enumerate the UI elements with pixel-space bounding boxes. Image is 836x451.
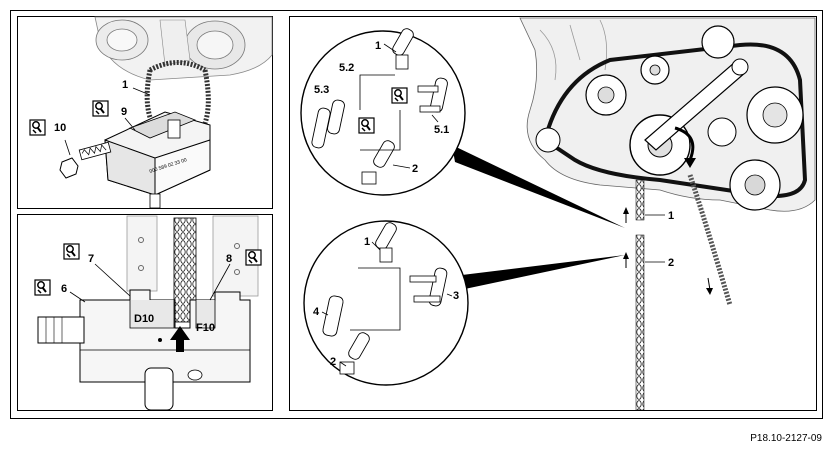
callout-lower-link-top: 1 — [364, 236, 370, 248]
label-tool-body: 6 — [61, 283, 67, 295]
label-die-f: F10 — [196, 322, 215, 334]
callout-upper: 1 2 5.1 5.2 5.3 — [300, 28, 466, 196]
special-tool-icon — [245, 249, 262, 266]
panel-right-drawing: 1 2 1 2 5.1 5.2 5.3 — [300, 17, 816, 411]
label-jaw-right: 8 — [226, 253, 232, 265]
callout-upper-plate-b: 5.2 — [339, 62, 354, 74]
outer-frame — [10, 10, 823, 419]
special-tool-icon — [92, 100, 109, 117]
special-tool-icon — [29, 119, 46, 136]
callout-lower-plate: 4 — [313, 306, 320, 318]
label-chain: 1 — [122, 79, 128, 91]
callout-lower-link-bottom: 2 — [330, 356, 336, 368]
label-die-d: D10 — [134, 313, 154, 325]
label-jaw-left: 7 — [88, 253, 94, 265]
label-chain-end-upper: 1 — [668, 210, 674, 222]
label-chain-end-lower: 2 — [668, 257, 674, 269]
label-tool: 9 — [121, 106, 127, 118]
special-tool-icon — [34, 279, 51, 296]
callout-lower: 1 2 3 4 — [303, 220, 469, 386]
chain-upper — [635, 179, 645, 221]
panel-top-left-drawing: 000 589 02 33 00 1 9 10 — [29, 16, 273, 209]
special-tool-icon — [358, 117, 375, 134]
callout-upper-plate-a: 5.1 — [434, 124, 449, 136]
special-tool-icon — [63, 243, 80, 260]
chain-lower — [635, 234, 645, 411]
callout-upper-plate-c: 5.3 — [314, 84, 329, 96]
figure-reference: P18.10-2127-09 — [750, 433, 822, 444]
callout-upper-link-top: 1 — [375, 40, 381, 52]
callout-upper-link-bottom: 2 — [412, 163, 418, 175]
label-spindle: 10 — [54, 122, 66, 134]
callout-lower-pins: 3 — [453, 290, 459, 302]
special-tool-icon — [391, 87, 408, 104]
panel-bottom-left-drawing: 7 8 6 D10 F10 — [34, 215, 262, 411]
